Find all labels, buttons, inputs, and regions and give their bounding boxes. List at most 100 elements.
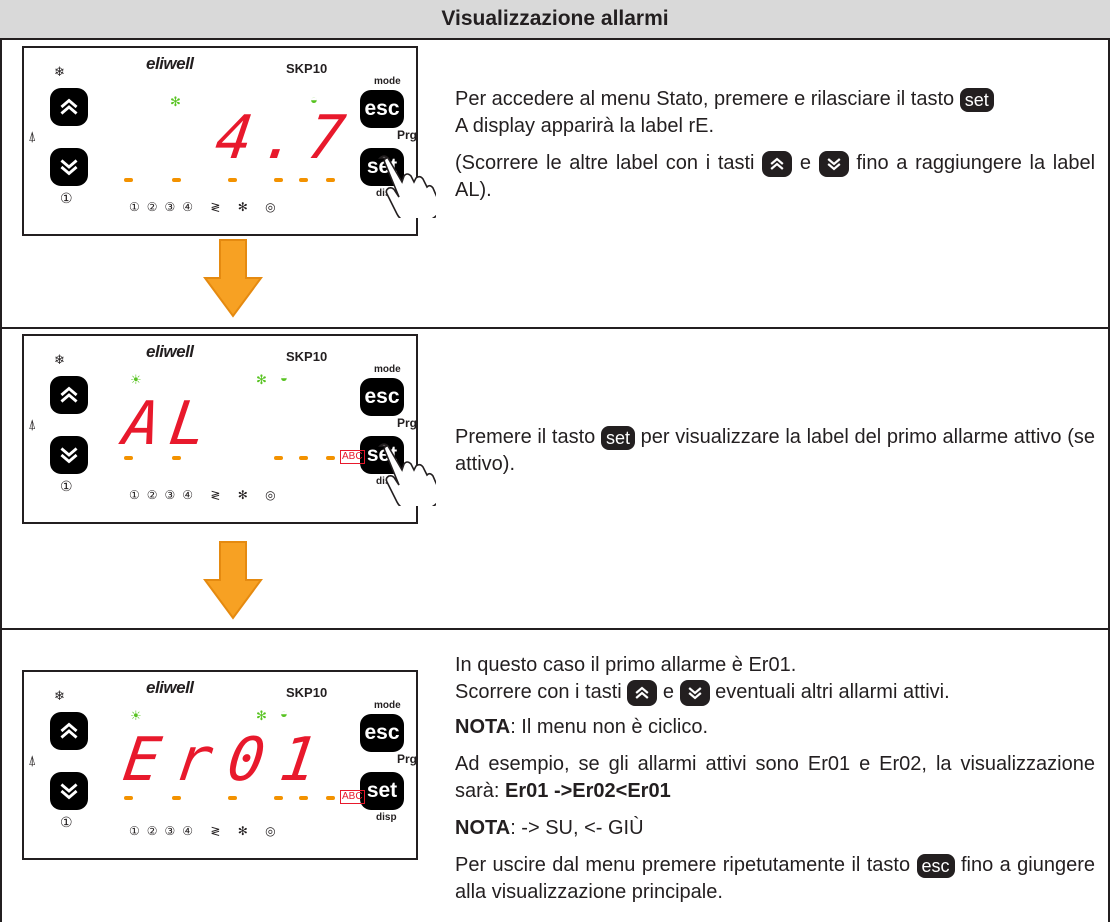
indicator-dash (124, 178, 133, 182)
model-label: SKP10 (286, 685, 328, 700)
esc-button[interactable]: esc (360, 714, 404, 752)
chevron-up-icon (60, 722, 78, 739)
step1-line3b: e (799, 152, 811, 174)
display-value: AL (119, 389, 222, 459)
controller-panel-2: eliwell SKP10 mode ❄ ⍋ ① esc set Prg dis… (22, 334, 436, 524)
set-button[interactable]: set (360, 772, 404, 810)
model-label: SKP10 (286, 61, 328, 76)
step1-line3a: (Scorrere le altre label con i tasti (455, 152, 755, 174)
indicator-dash (299, 456, 308, 460)
mode-label: mode (374, 76, 401, 87)
note1-label: NOTA (455, 716, 511, 738)
esc-key: esc (916, 853, 955, 878)
indicator-dash (274, 456, 283, 460)
controller-panel-3: eliwell SKP10 mode ❄ ⍋ ① esc set Prg dis… (22, 670, 418, 860)
display-value: 4.7 (211, 103, 360, 173)
defrost-led-icon: ✻ (256, 708, 267, 723)
alarm-mute-icon: ⍋ (28, 752, 37, 768)
step1-line3c: fino a raggiungere la label AL). (455, 152, 1096, 201)
indicator-dash (172, 796, 181, 800)
esc-button[interactable]: esc (360, 378, 404, 416)
controller-panel-1: eliwell SKP10 mode ❄ ⍋ ① esc set Prg dis… (22, 46, 436, 236)
down-button[interactable] (50, 148, 88, 186)
up-button[interactable] (50, 376, 88, 414)
example-sequence: Er01 ->Er02<Er01 (505, 780, 671, 802)
snowflake-icon: ❄ (54, 352, 65, 367)
indicator-dash (299, 796, 308, 800)
brand-logo: eliwell (146, 54, 194, 73)
section-divider (0, 327, 1110, 329)
display-value: Er01 (119, 725, 338, 795)
chevron-down-icon (60, 783, 78, 800)
section-divider (0, 628, 1110, 630)
indicator-dash (124, 796, 133, 800)
step1-line2: A display apparirà la label rE. (455, 115, 715, 137)
chevron-down-icon (60, 447, 78, 464)
status-icons-row: ①②③④ ≷ ✻ ◎ (129, 824, 283, 838)
example-text: Ad esempio, se gli allarmi attivi sono E… (455, 753, 1095, 802)
mode-label: mode (374, 700, 401, 711)
abc-indicator: ABC (340, 450, 365, 464)
chevron-up-icon (60, 98, 78, 115)
note2-label: NOTA (455, 817, 511, 839)
down-button[interactable] (50, 772, 88, 810)
step2-text-b: per visualizzare la label del primo alla… (455, 426, 1095, 475)
step1-line1: Per accedere al menu Stato, premere e ri… (455, 88, 955, 110)
compressor-led-icon: ◒ (280, 706, 288, 721)
esc-button[interactable]: esc (360, 90, 404, 128)
light-led-icon: ☀ (130, 372, 142, 387)
step3-line1: In questo caso il primo allarme è Er01. (455, 654, 797, 676)
power-icon: ① (60, 478, 73, 494)
snowflake-icon: ❄ (54, 64, 65, 79)
hand-pointer-icon (378, 443, 436, 506)
disp-label: disp (376, 812, 397, 823)
indicator-dash (326, 456, 335, 460)
down-button[interactable] (50, 436, 88, 474)
step2-description: Premere il tasto set per visualizzare la… (455, 424, 1095, 478)
exit-text-a: Per uscire dal menu premere ripetutament… (455, 854, 911, 876)
indicator-dash (326, 796, 335, 800)
indicator-dash (326, 178, 335, 182)
down-arrow-icon (203, 541, 263, 620)
indicator-dash (228, 796, 237, 800)
model-label: SKP10 (286, 349, 328, 364)
snowflake-icon: ❄ (54, 688, 65, 703)
up-button[interactable] (50, 712, 88, 750)
mode-label: mode (374, 364, 401, 375)
indicator-dash (274, 796, 283, 800)
brand-logo: eliwell (146, 678, 194, 697)
chevron-up-icon (60, 386, 78, 403)
step3-line2b: e (662, 681, 674, 703)
exit-text-b: fino a giungere alla visualizzazione pri… (455, 854, 1096, 903)
compressor-led-icon: ◒ (310, 92, 318, 107)
status-icons-row: ①②③④ ≷ ✻ ◎ (129, 488, 283, 502)
defrost-led-icon: ✻ (170, 94, 181, 109)
step3-line2c: eventuali altri allarmi attivi. (715, 681, 950, 703)
compressor-led-icon: ◒ (280, 370, 288, 385)
hand-pointer-icon (378, 155, 436, 218)
page-title: Visualizzazione allarmi (0, 0, 1110, 40)
indicator-dash (299, 178, 308, 182)
abc-indicator: ABC (340, 790, 365, 804)
down-key-icon (818, 150, 849, 177)
step1-description: Per accedere al menu Stato, premere e ri… (455, 86, 1095, 204)
alarm-mute-icon: ⍋ (28, 128, 37, 144)
power-icon: ① (60, 814, 73, 830)
indicator-dash (124, 456, 133, 460)
up-button[interactable] (50, 88, 88, 126)
prg-label: Prg (397, 752, 418, 766)
light-led-icon: ☀ (130, 708, 142, 723)
defrost-led-icon: ✻ (256, 372, 267, 387)
step2-text-a: Premere il tasto (455, 426, 596, 448)
indicator-dash (228, 178, 237, 182)
down-arrow-icon (203, 239, 263, 318)
indicator-dash (172, 456, 181, 460)
note2-text: : -> SU, <- GIÙ (510, 817, 644, 839)
chevron-down-icon (60, 159, 78, 176)
brand-logo: eliwell (146, 342, 194, 361)
step3-description: In questo caso il primo allarme è Er01. … (455, 652, 1095, 906)
status-icons-row: ①②③④ ≷ ✻ ◎ (129, 200, 283, 214)
up-key-icon (627, 679, 658, 706)
note1-text: : Il menu non è ciclico. (510, 716, 709, 738)
indicator-dash (274, 178, 283, 182)
